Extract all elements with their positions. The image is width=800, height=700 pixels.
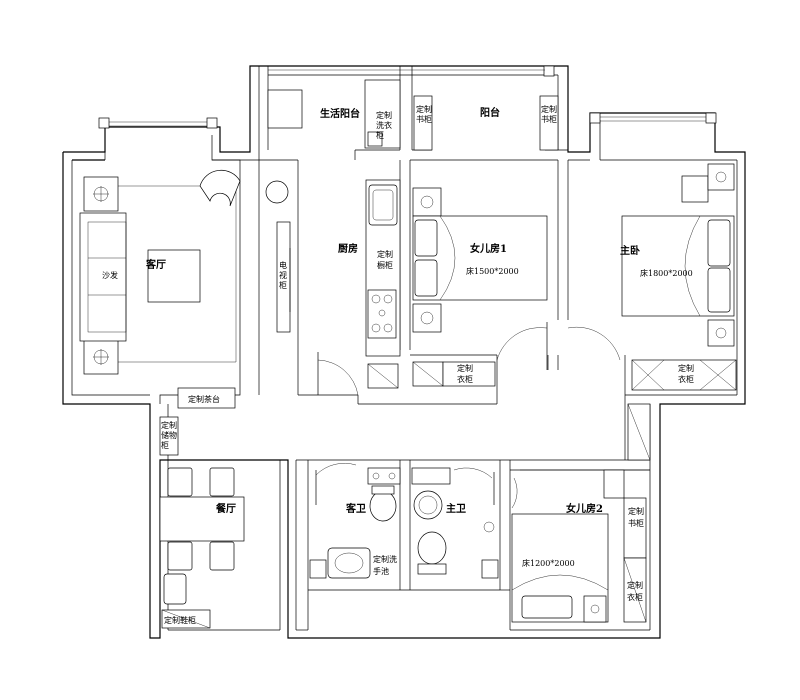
kitchen: 厨房 定制 橱柜	[317, 179, 401, 396]
door-swing-icon	[496, 322, 621, 370]
wash-tub	[267, 89, 303, 129]
wardrobe-d1	[442, 361, 496, 387]
tv-cabinet-label-2: 视	[279, 270, 287, 280]
washbasin-icon	[413, 490, 443, 520]
service-balcony: 生活阳台 定制 洗衣 柜	[267, 79, 401, 149]
window-icon	[98, 65, 717, 129]
master-bath-label: 主卫	[446, 502, 466, 515]
tv-cabinet-label-1: 电	[279, 260, 287, 270]
washer-cab-label-1: 定制	[376, 110, 392, 120]
tea-table	[177, 387, 236, 409]
pillow-icon	[521, 595, 573, 619]
daughter-room-2: 女儿房2 床1200*2000 定制 书柜 定制 衣柜	[511, 469, 650, 623]
balcony: 阳台 定制 书柜 定制 书柜	[413, 95, 559, 151]
door-swing-icon	[511, 477, 518, 509]
washbasin-icon	[327, 547, 371, 579]
bookcase-d2-label-2: 书柜	[628, 518, 644, 528]
wardrobe-d1-label-2: 衣柜	[457, 374, 473, 384]
master-bedroom: 主卧 床1800*2000 定制 衣柜	[620, 163, 737, 461]
wardrobe-d2-label-1: 定制	[627, 580, 643, 590]
kitchen-cab-label-1: 定制	[377, 249, 393, 259]
sink-icon	[368, 184, 398, 226]
bookcase-left-label-2: 书柜	[416, 114, 432, 124]
bookcase-d2-label-1: 定制	[628, 506, 644, 516]
coffee-table	[147, 249, 201, 303]
stool	[163, 573, 187, 605]
shoe-cab-label: 定制鞋柜	[164, 615, 196, 625]
door-swing-icon	[317, 352, 359, 396]
daughter-room-1: 女儿房1 床1500*2000 定制 衣柜	[412, 187, 621, 387]
armchair-icon	[199, 169, 241, 207]
master-bath: 主卫	[411, 467, 499, 579]
bed1-label: 床1500*2000	[466, 266, 519, 276]
wash-cab-label-2: 手池	[373, 566, 389, 576]
toilet-icon	[369, 485, 397, 522]
wardrobe-d2-label-2: 衣柜	[627, 592, 643, 602]
kitchen-cab-label-2: 橱柜	[377, 260, 393, 270]
washer-cab-label-2: 洗衣	[376, 120, 392, 130]
bookcase-left-label-1: 定制	[416, 104, 432, 114]
tv-cabinet-label-3: 柜	[279, 280, 287, 290]
door-swing-icon	[453, 467, 495, 505]
kitchen-label: 厨房	[338, 242, 358, 255]
plant-pot	[265, 180, 289, 204]
balcony-label: 阳台	[480, 106, 500, 119]
wardrobe-master-label-2: 衣柜	[678, 374, 694, 384]
dining-label: 餐厅	[215, 502, 236, 515]
wardrobe-master	[631, 359, 737, 391]
vanity-top	[367, 467, 401, 485]
living-room: 沙发 客厅 电 视 柜 定制茶台	[79, 169, 291, 409]
storage-cab-label-2: 储物	[161, 430, 177, 440]
storage-cabinet	[159, 416, 179, 456]
master-bedroom-label: 主卧	[620, 244, 640, 257]
door-swing-icon	[315, 463, 357, 505]
pillow-icon	[707, 219, 731, 313]
bed-master-label: 床1800*2000	[640, 268, 693, 278]
tea-table-label: 定制茶台	[188, 394, 220, 404]
wardrobe-d1-label-1: 定制	[457, 363, 473, 373]
washer-cab-label-3: 柜	[376, 130, 384, 140]
bookcase-right-label-2: 书柜	[541, 114, 557, 124]
storage-cab-label-3: 柜	[161, 440, 169, 450]
stove-icon	[367, 289, 397, 339]
bookcase-right	[539, 95, 559, 151]
guest-bath-label: 客卫	[345, 502, 366, 515]
sofa-label: 沙发	[102, 270, 118, 280]
guest-bath: 客卫 定制洗 手池	[309, 463, 401, 579]
bookcase-right-label-1: 定制	[541, 104, 557, 114]
wardrobe-master-label-1: 定制	[678, 363, 694, 373]
daughter-room-1-label: 女儿房1	[470, 242, 507, 255]
pillow-icon	[414, 219, 438, 297]
toilet-icon	[417, 531, 447, 575]
wash-cab-label-1: 定制洗	[373, 554, 397, 564]
daughter-room-2-label: 女儿房2	[566, 502, 603, 515]
floor-lamp-icon	[83, 176, 119, 375]
service-balcony-label: 生活阳台	[320, 107, 360, 120]
storage-cab-label-1: 定制	[161, 420, 177, 430]
dining-area: 定制 储物 柜 餐厅 定制鞋柜	[159, 416, 245, 629]
bookcase-left	[413, 95, 433, 151]
bed2-label: 床1200*2000	[522, 558, 575, 568]
living-room-label: 客厅	[145, 258, 166, 271]
dining-table	[159, 496, 245, 542]
dining-chair-icon	[167, 467, 235, 571]
sofa-icon	[79, 212, 127, 342]
desk-chair	[681, 175, 709, 203]
